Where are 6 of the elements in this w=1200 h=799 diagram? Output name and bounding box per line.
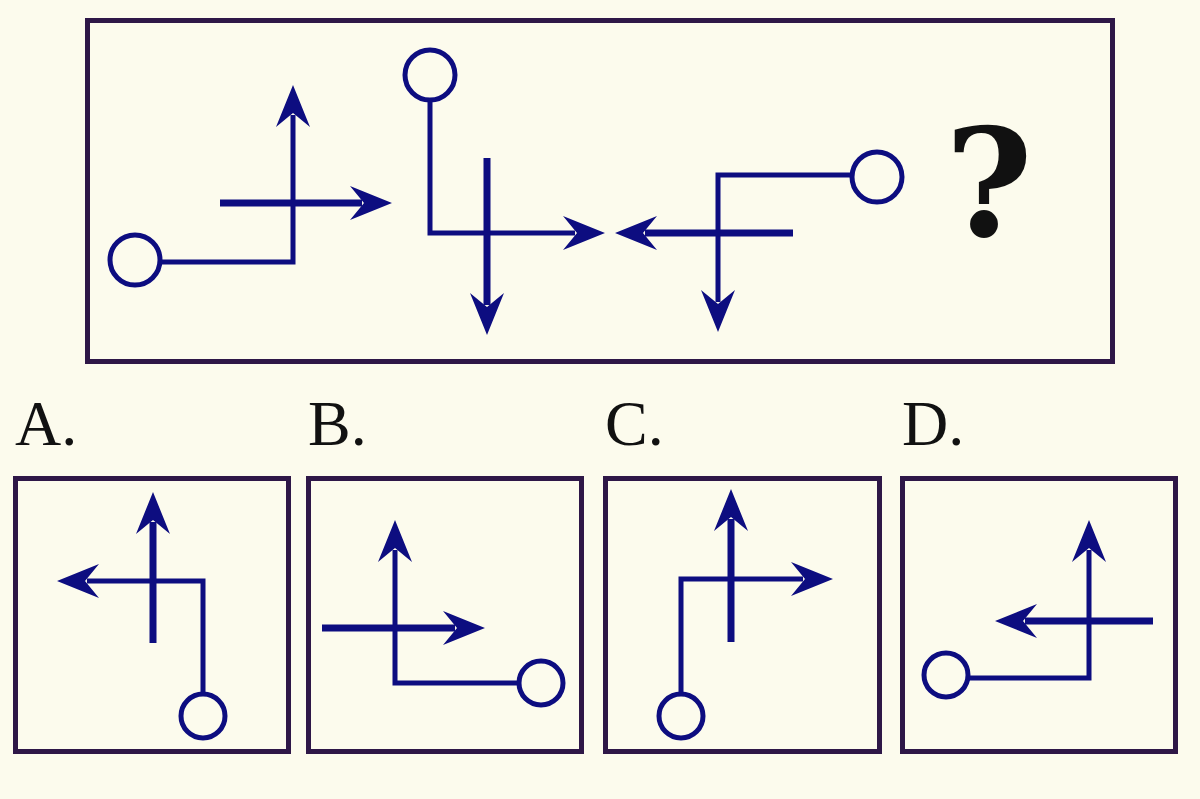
option-label: D. [902,388,965,460]
question-mark: ? [945,98,1033,268]
option-label: A. [15,388,78,460]
puzzle-panel [85,18,1115,364]
option-label: C. [605,388,664,460]
option-label: B. [308,388,367,460]
